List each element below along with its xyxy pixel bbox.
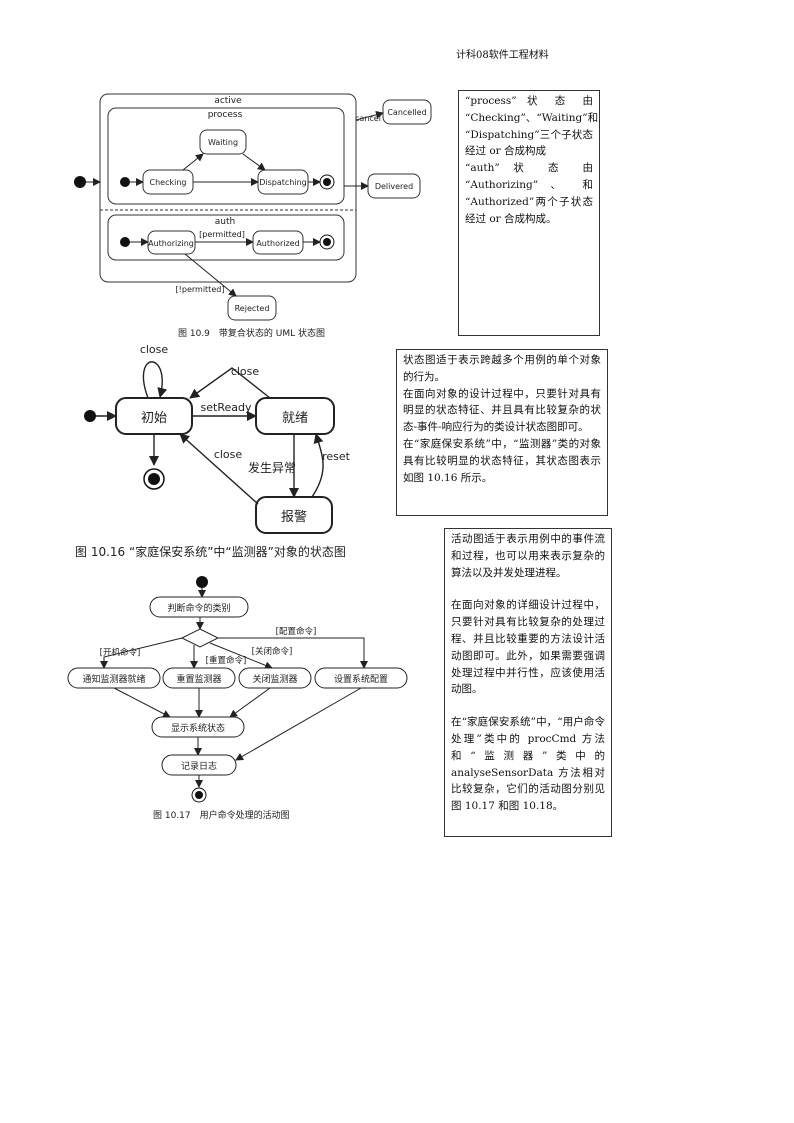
svg-text:Checking: Checking (150, 178, 187, 187)
svg-text:报警: 报警 (281, 509, 307, 525)
svg-text:设置系统配置: 设置系统配置 (334, 673, 388, 685)
svg-text:close: close (231, 365, 260, 378)
figure-caption-10-17: 图 10.17 用户命令处理的活动图 (153, 809, 290, 821)
note-paragraph: “auth” 状 态 由 “Authorizing” 、 和 “Authoriz… (465, 162, 593, 225)
process-label: process (208, 110, 243, 120)
state-waiting (199, 129, 247, 155)
svg-text:[开机命令]: [开机命令] (100, 647, 141, 658)
figure-caption-10-16: 图 10.16 “家庭保安系统”中“监测器”对象的状态图 (75, 544, 346, 559)
svg-text:Rejected: Rejected (235, 304, 270, 313)
svg-text:Dispatching: Dispatching (259, 178, 307, 187)
figure-caption-10-9: 图 10.9 带复合状态的 UML 状态图 (178, 327, 325, 339)
decision-node (180, 628, 220, 648)
svg-text:Cancelled: Cancelled (387, 108, 426, 117)
svg-text:发生异常: 发生异常 (248, 460, 296, 475)
note-paragraph: 状态图适于表示跨越多个用例的单个对象的行为。 (403, 354, 601, 383)
auth-label: auth (215, 217, 235, 227)
svg-text:通知监测器就绪: 通知监测器就绪 (82, 673, 145, 685)
svg-text:Authorized: Authorized (256, 239, 299, 248)
active-label: active (214, 96, 242, 106)
note-paragraph: 在面向对象的详细设计过程中，只要针对具有比较复杂的处理过程、并且比较重要的方法设… (451, 599, 605, 696)
svg-text:[配置命令]: [配置命令] (276, 626, 317, 637)
svg-text:[!permitted]: [!permitted] (176, 285, 225, 294)
initial-node (74, 176, 86, 188)
activity-close (238, 667, 312, 689)
state-rejected (227, 295, 277, 321)
svg-text:reset: reset (322, 450, 351, 463)
svg-text:[重置命令]: [重置命令] (206, 655, 247, 666)
svg-text:就绪: 就绪 (282, 411, 308, 426)
svg-text:cancel: cancel (355, 114, 381, 123)
svg-text:重置监测器: 重置监测器 (176, 673, 221, 685)
uml-state-diagram-10-9: active process auth Checking Waiting Dis… (74, 93, 432, 339)
svg-text:[permitted]: [permitted] (199, 230, 245, 239)
svg-text:初始: 初始 (141, 411, 167, 426)
activity-diagram-10-17: 判断命令的类别 [开机命令] [重置命令] [关闭命令] [配置命令] 通知监测… (67, 576, 408, 821)
state-diagram-10-16: 初始 就绪 报警 close close setReady close 发生异常… (75, 343, 351, 559)
svg-text:[关闭命令]: [关闭命令] (252, 646, 293, 657)
note-box-activity-diagram: 活动图适于表示用例中的事件流和过程，也可以用来表示复杂的算法以及并发处理进程。 … (444, 528, 612, 837)
note-paragraph: 活动图适于表示用例中的事件流和过程，也可以用来表示复杂的算法以及并发处理进程。 (451, 533, 605, 579)
svg-text:Delivered: Delivered (375, 182, 413, 191)
svg-text:记录日志: 记录日志 (181, 760, 217, 772)
svg-text:显示系统状态: 显示系统状态 (171, 722, 225, 734)
svg-text:判断命令的类别: 判断命令的类别 (167, 602, 230, 614)
activity-judge (149, 596, 249, 618)
initial-node (84, 410, 96, 422)
svg-text:Authorizing: Authorizing (148, 239, 194, 248)
note-paragraph: 在“家庭保安系统”中，“监测器”类的对象具有比较明显的状态特征，其状态图表示如图… (403, 437, 601, 484)
note-box-composite-states: “process” 状 态 由 “Checking”、“Waiting”和 “D… (458, 90, 600, 336)
note-paragraph: 在“家庭保安系统”中，“用户命令处理”类中的 procCmd 方法和“监测器”类… (451, 716, 605, 813)
note-box-state-diagram: 状态图适于表示跨越多个用例的单个对象的行为。 在面向对象的设计过程中，只要针对具… (396, 349, 608, 516)
page-header: 计科08软件工程材料 (456, 50, 549, 61)
svg-text:close: close (214, 448, 243, 461)
svg-text:close: close (140, 343, 169, 356)
svg-text:setReady: setReady (201, 401, 252, 414)
svg-text:关闭监测器: 关闭监测器 (252, 673, 297, 685)
initial-node (196, 576, 208, 588)
note-paragraph: 在面向对象的设计过程中，只要针对具有明显的状态特征、并且具有比较复杂的状态-事件… (403, 387, 601, 434)
note-paragraph: “process” 状 态 由 “Checking”、“Waiting”和 “D… (465, 95, 599, 158)
svg-text:Waiting: Waiting (208, 138, 238, 147)
